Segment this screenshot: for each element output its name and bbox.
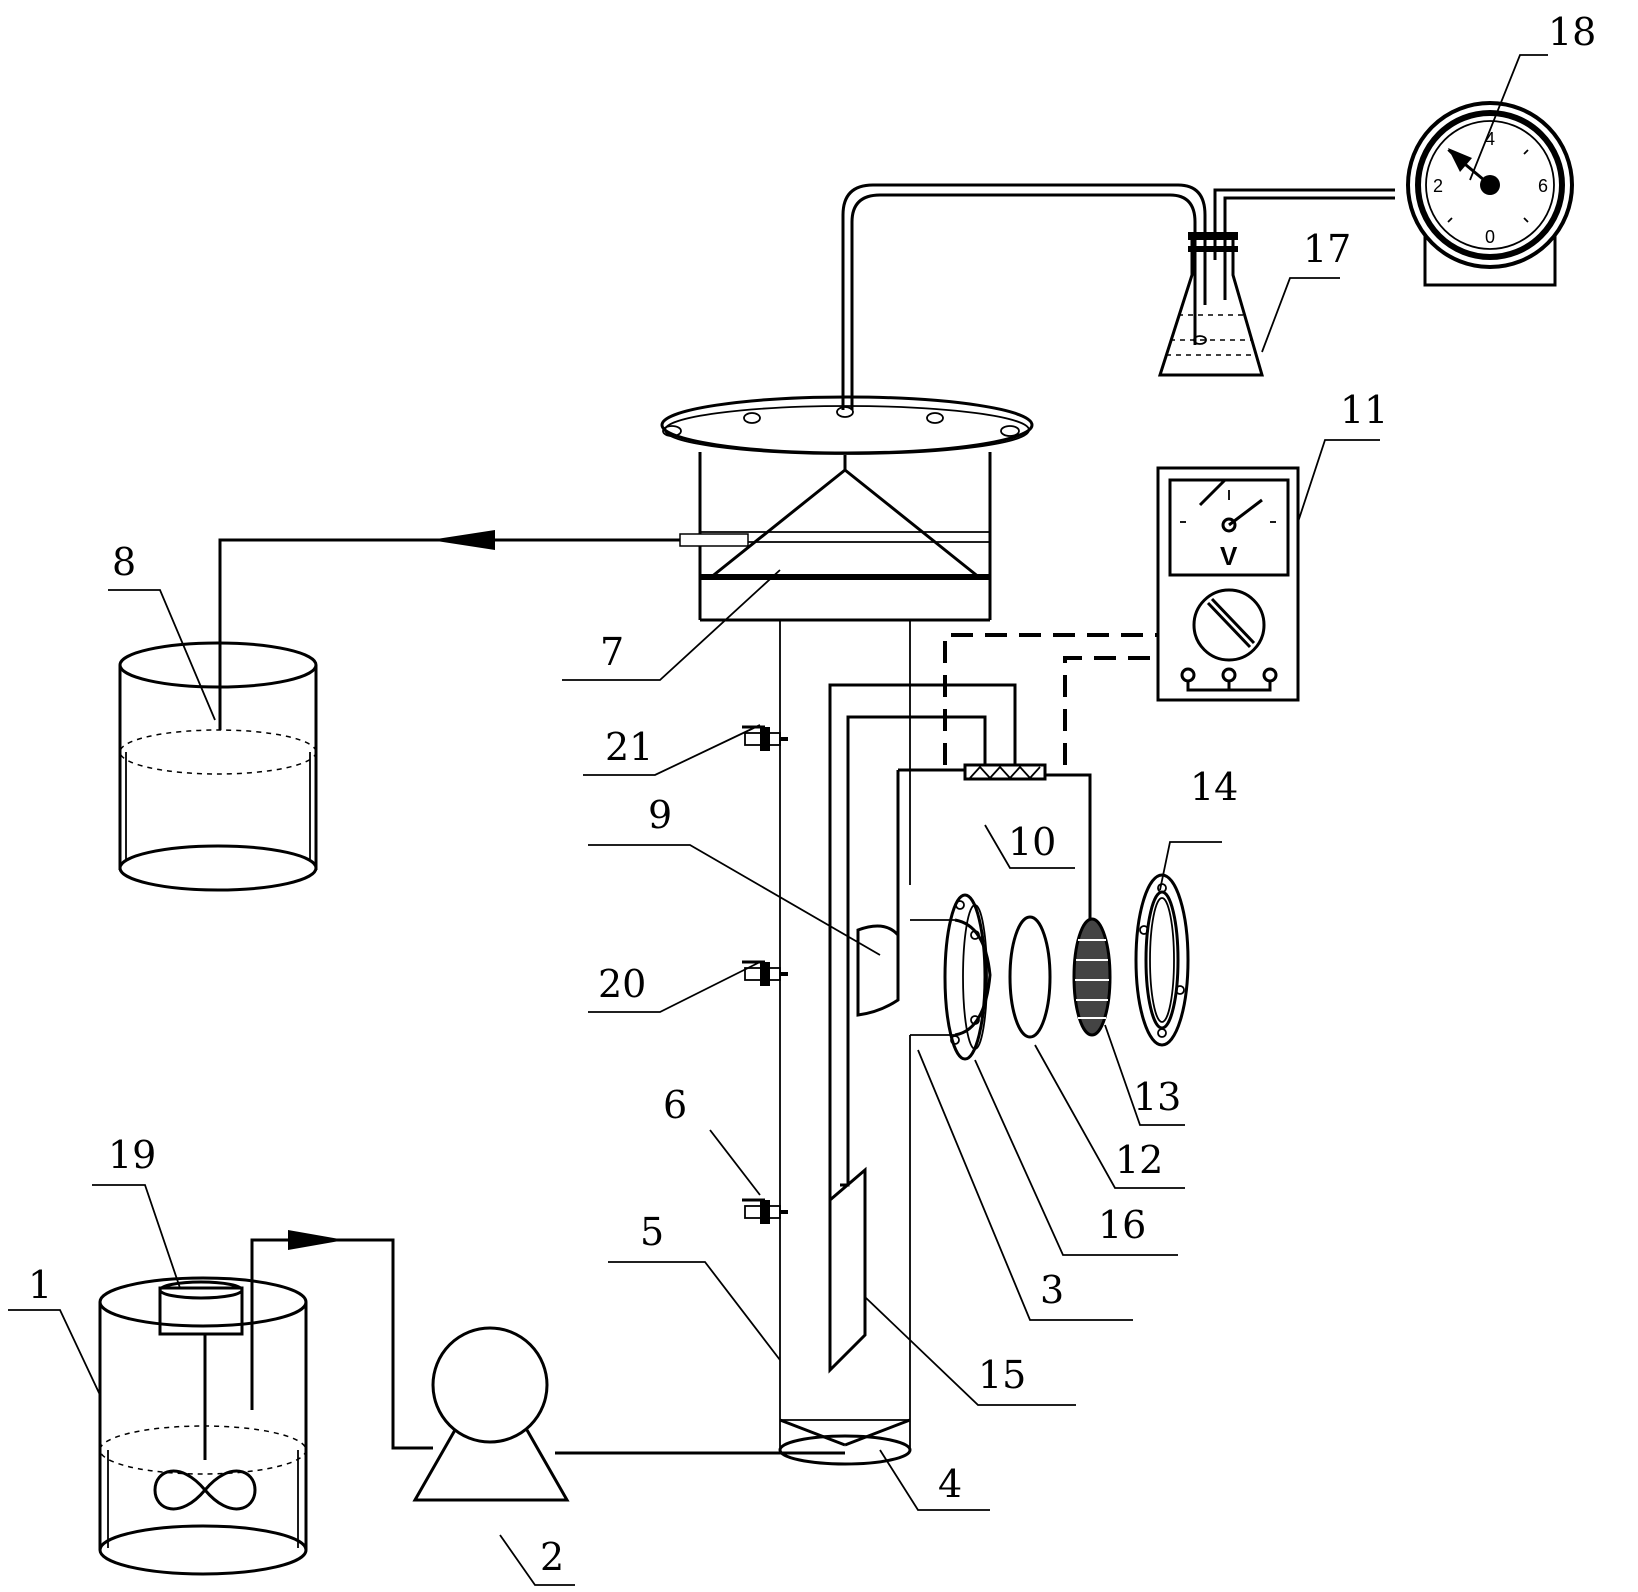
mixer — [153, 1280, 257, 1511]
effluent-line — [218, 530, 680, 730]
number-labels: 18 17 11 8 7 21 9 10 14 20 13 6 19 12 16… — [28, 10, 1596, 1579]
effluent-tank — [118, 641, 318, 892]
label-16: 16 — [1098, 1203, 1146, 1247]
reactor-top — [660, 395, 1034, 622]
gas-meter-tick-6: 6 — [1538, 176, 1548, 196]
gas-meter-tick-4: 4 — [1485, 129, 1495, 149]
label-2: 2 — [540, 1535, 564, 1579]
label-8: 8 — [112, 540, 136, 584]
label-21: 21 — [605, 725, 653, 769]
cathode-mesh — [1072, 917, 1112, 1037]
sampling-valves — [742, 725, 788, 1224]
label-9: 9 — [648, 793, 672, 837]
label-11: 11 — [1340, 388, 1388, 432]
voltmeter: V — [1156, 466, 1300, 702]
label-3: 3 — [1040, 1268, 1064, 1312]
label-18: 18 — [1548, 10, 1596, 54]
label-10: 10 — [1008, 820, 1056, 864]
valve-21 — [742, 725, 788, 751]
label-17: 17 — [1303, 227, 1351, 271]
label-4: 4 — [938, 1462, 962, 1506]
label-20: 20 — [598, 962, 646, 1006]
pump — [412, 1326, 570, 1502]
label-15: 15 — [978, 1353, 1026, 1397]
conical-flask — [1157, 232, 1264, 377]
side-arm — [910, 893, 992, 1061]
voltmeter-wires — [943, 633, 1158, 765]
leader-lines — [8, 54, 1548, 1586]
gasket-ring — [1008, 915, 1052, 1039]
outer-flange — [1134, 873, 1190, 1047]
label-14: 14 — [1190, 765, 1238, 809]
electrodes — [828, 683, 1092, 1374]
gas-meter-tick-0: 0 — [1485, 227, 1495, 247]
label-1: 1 — [28, 1263, 52, 1307]
label-6: 6 — [663, 1083, 687, 1127]
label-12: 12 — [1115, 1138, 1163, 1182]
gas-meter-tick-2: 2 — [1433, 176, 1443, 196]
feed-tank — [98, 1276, 308, 1576]
gas-meter: 4 2 6 0 — [1406, 101, 1574, 287]
label-5: 5 — [640, 1210, 664, 1254]
label-13: 13 — [1133, 1075, 1181, 1119]
gas-tubing — [841, 183, 1395, 410]
label-7: 7 — [600, 630, 624, 674]
valve-20 — [742, 960, 788, 986]
feed-lines — [250, 1230, 845, 1455]
voltmeter-unit: V — [1220, 541, 1238, 571]
valve-6 — [742, 1198, 788, 1224]
label-19: 19 — [108, 1133, 156, 1177]
reactor-column — [778, 620, 912, 1466]
